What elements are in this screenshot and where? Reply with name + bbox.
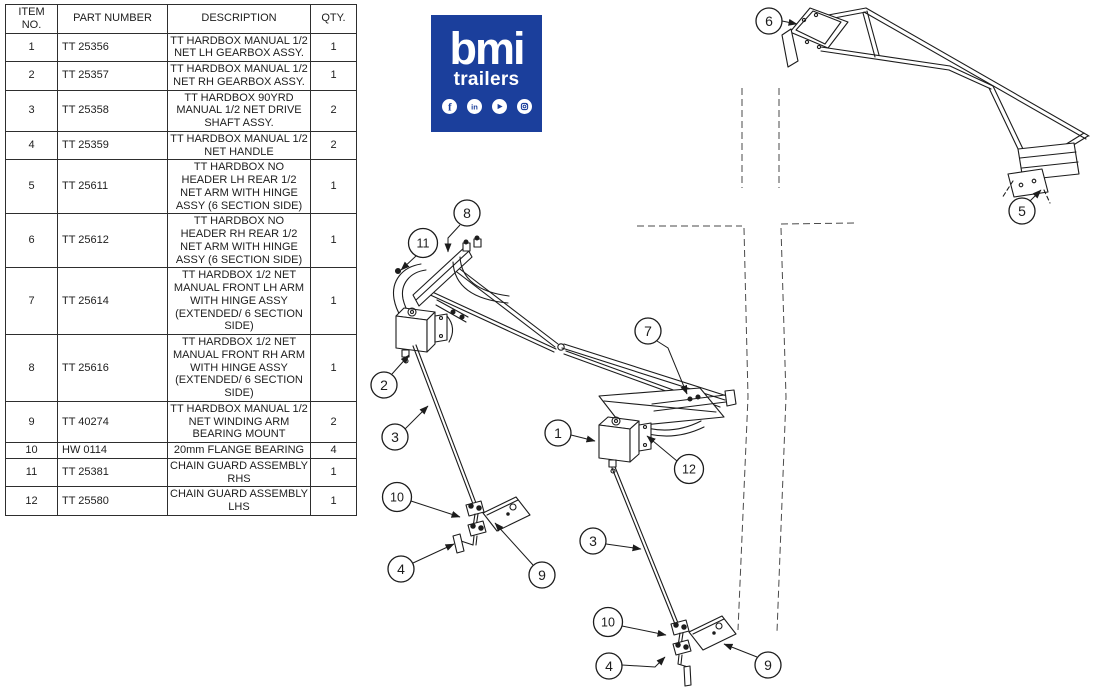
cell-part: TT 25611 (57, 159, 168, 215)
cell-desc: TT HARDBOX MANUAL 1/2 NET LH GEARBOX ASS… (167, 32, 311, 62)
callout-balloon-8: 8 (444, 199, 481, 253)
parts-table-header: ITEM NO. PART NUMBER DESCRIPTION QTY. (5, 4, 357, 34)
cell-desc: CHAIN GUARD ASSEMBLY LHS (167, 486, 311, 516)
trailer-reference-dashed-lines (637, 88, 857, 633)
callout-balloon-7: 7 (634, 317, 688, 395)
cell-item: 5 (5, 159, 58, 215)
logo-brand-text: bmi (449, 23, 525, 74)
svg-text:6: 6 (765, 13, 773, 29)
svg-text:3: 3 (391, 429, 399, 445)
cell-part: TT 25359 (57, 130, 168, 161)
header-qty: QTY. (310, 4, 357, 34)
callout-balloon-6: 6 (755, 7, 798, 35)
callout-balloon-10-left: 10 (381, 481, 461, 518)
cell-qty: 2 (310, 89, 357, 132)
bmi-logo: bmi trailers f in (431, 15, 542, 132)
cell-part: TT 25381 (57, 457, 168, 488)
cell-desc: TT HARDBOX NO HEADER LH REAR 1/2 NET ARM… (167, 159, 311, 215)
callout-balloon-4-left: 4 (387, 543, 455, 583)
callout-balloon-11: 11 (400, 227, 439, 271)
cell-desc: TT HARDBOX 1/2 NET MANUAL FRONT LH ARM W… (167, 267, 311, 335)
cell-part: TT 40274 (57, 400, 168, 444)
svg-text:10: 10 (601, 616, 615, 630)
callout-balloon-4-right: 4 (595, 652, 666, 680)
svg-text:4: 4 (605, 658, 613, 674)
winding-arm-assemblies-drawing (452, 496, 737, 687)
linkedin-icon: in (466, 99, 482, 114)
header-row: ITEM NO. PART NUMBER DESCRIPTION QTY. (5, 4, 357, 34)
callout-balloon-2: 2 (370, 354, 410, 399)
cell-qty: 2 (310, 400, 357, 444)
cell-qty: 1 (310, 213, 357, 269)
svg-text:4: 4 (397, 561, 405, 577)
cell-desc: TT HARDBOX NO HEADER RH REAR 1/2 NET ARM… (167, 213, 311, 269)
cell-qty: 1 (310, 486, 357, 516)
callout-balloon-9-right: 9 (723, 643, 782, 679)
cell-part: TT 25357 (57, 61, 168, 91)
callout-balloon-1: 1 (544, 419, 596, 447)
callout-balloon-10-right: 10 (592, 606, 667, 638)
svg-text:9: 9 (764, 657, 772, 673)
svg-text:10: 10 (390, 491, 404, 505)
header-description: DESCRIPTION (167, 4, 311, 34)
facebook-icon: f (441, 99, 457, 114)
facebook-glyph: f (447, 101, 451, 113)
front-net-arm-drawing (392, 235, 737, 630)
cell-part: TT 25612 (57, 213, 168, 269)
cell-qty: 2 (310, 130, 357, 161)
logo-social-icons: f in (441, 99, 532, 114)
cell-desc: TT HARDBOX 90YRD MANUAL 1/2 NET DRIVE SH… (167, 89, 311, 132)
cell-item: 8 (5, 334, 58, 402)
cell-desc: TT HARDBOX MANUAL 1/2 NET HANDLE (167, 130, 311, 161)
callout-balloon-9-left: 9 (494, 522, 556, 589)
svg-text:8: 8 (463, 205, 471, 221)
svg-text:12: 12 (682, 463, 696, 477)
cell-item: 12 (5, 486, 58, 516)
cell-desc: TT HARDBOX MANUAL 1/2 NET WINDING ARM BE… (167, 400, 311, 444)
cell-qty: 1 (310, 334, 357, 402)
youtube-icon (491, 99, 507, 114)
svg-text:1: 1 (554, 425, 562, 441)
cell-qty: 1 (310, 267, 357, 335)
cell-desc: 20mm FLANGE BEARING (167, 442, 311, 459)
svg-text:9: 9 (538, 567, 546, 583)
svg-text:2: 2 (380, 377, 388, 393)
cell-part: TT 25616 (57, 334, 168, 402)
cell-qty: 1 (310, 61, 357, 91)
cell-desc: TT HARDBOX 1/2 NET MANUAL FRONT RH ARM W… (167, 334, 311, 402)
cell-qty: 1 (310, 457, 357, 488)
cell-qty: 4 (310, 442, 357, 459)
svg-text:5: 5 (1018, 203, 1026, 219)
linkedin-glyph: in (471, 102, 478, 111)
callout-balloon-12: 12 (646, 435, 705, 485)
cell-part: TT 25356 (57, 32, 168, 62)
instagram-icon (516, 99, 532, 114)
logo-subtitle-text: trailers (453, 69, 520, 90)
rear-net-arm-drawing (781, 7, 1090, 204)
header-item-no: ITEM NO. (5, 4, 58, 34)
header-part-number: PART NUMBER (57, 4, 168, 34)
svg-text:7: 7 (644, 323, 652, 339)
callout-balloon-3-right: 3 (579, 527, 642, 555)
cell-item: 4 (5, 130, 58, 161)
callout-balloon-5: 5 (1008, 189, 1042, 225)
svg-text:11: 11 (417, 237, 430, 251)
svg-text:3: 3 (589, 533, 597, 549)
cell-part: HW 0114 (57, 442, 168, 459)
callout-balloon-3-left: 3 (381, 405, 429, 451)
